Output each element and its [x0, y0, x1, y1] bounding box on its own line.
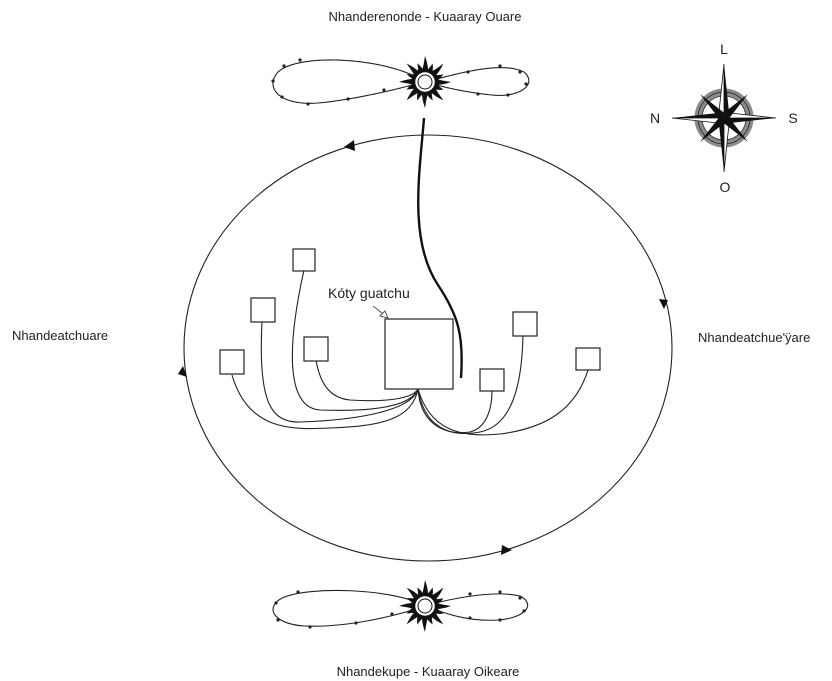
label-left: Nhandeatchuare	[12, 328, 108, 343]
sun-icon	[399, 56, 451, 108]
small-box	[292, 248, 316, 272]
house-box	[384, 318, 454, 390]
compass-label-bottom: O	[720, 179, 731, 195]
sun-icon	[399, 580, 451, 632]
small-box	[479, 368, 505, 392]
sun-ray	[435, 602, 451, 610]
sun-ray	[421, 56, 429, 72]
compass-label-right: S	[788, 110, 797, 126]
label-bottom: Nhandekupe - Kuaaray Oikeare	[337, 664, 520, 679]
house-pointer-arrow	[372, 305, 389, 319]
label-house: Kóty guatchu	[328, 285, 410, 301]
world-circle	[183, 134, 673, 562]
sun-path-line	[417, 117, 463, 379]
sun-ray	[421, 580, 429, 596]
sun-ray	[421, 92, 429, 108]
small-box	[303, 336, 329, 362]
sun-ray	[399, 602, 415, 610]
label-right: Nhandeatchue'ÿare	[698, 330, 810, 345]
compass-label-top: L	[720, 41, 728, 57]
label-top: Nhanderenonde - Kuaaray Ouare	[329, 9, 522, 24]
small-box	[575, 347, 601, 371]
bottom-sun-path	[272, 589, 529, 629]
compass-rose-icon	[671, 63, 777, 173]
compass-label-left: N	[650, 110, 660, 126]
small-box	[219, 349, 245, 375]
small-box	[250, 297, 276, 323]
circle-direction-arrow	[178, 140, 668, 555]
sun-ray	[435, 78, 451, 86]
small-box	[512, 311, 538, 337]
connector-lines	[231, 269, 589, 436]
sun-ray	[399, 78, 415, 86]
small-boxes	[219, 248, 601, 392]
sun-ray	[421, 616, 429, 632]
